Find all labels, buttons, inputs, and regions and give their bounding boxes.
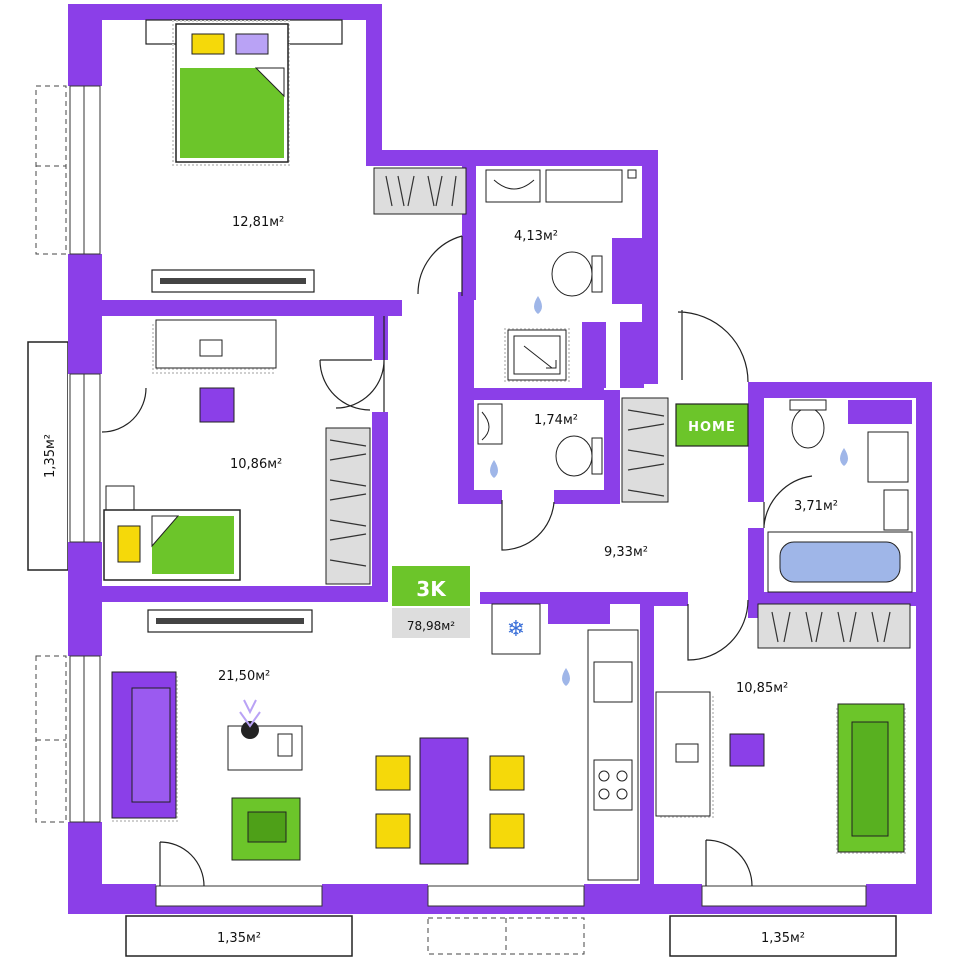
balcony-left — [27, 341, 69, 571]
wardrobe-hangers — [329, 175, 891, 643]
walls — [68, 4, 932, 914]
doors — [101, 235, 813, 887]
dashed-balcony-bottom-left-side — [35, 655, 67, 823]
bedroom-1-furniture — [145, 19, 343, 293]
area-living-kitchen: 21,50м² — [218, 669, 270, 684]
room-count: 3K — [416, 577, 447, 601]
home-sign-text: HOME — [688, 420, 736, 435]
area-balcony-bottom-left: 1,35м² — [217, 931, 261, 946]
balcony-bottom-right — [669, 915, 897, 957]
area-hallway: 9,33м² — [604, 545, 648, 560]
area-balcony-bottom-right: 1,35м² — [761, 931, 805, 946]
wc-fixtures — [477, 403, 603, 478]
bathroom-1-fixtures — [485, 169, 644, 388]
living-kitchen-furniture: ❄ — [111, 603, 639, 881]
window-frames — [69, 85, 867, 907]
total-area: 78,98м² — [407, 619, 455, 633]
area-bedroom-2: 10,86м² — [230, 457, 282, 472]
area-labels: 12,81м² 10,86м² 21,50м² 9,33м² 4,13м² 1,… — [43, 215, 838, 946]
dashed-balcony-bottom-center — [427, 917, 585, 955]
area-bedroom-1: 12,81м² — [232, 215, 284, 230]
balcony-bottom-left — [125, 915, 353, 957]
dashed-balcony-top-left — [35, 85, 67, 255]
bedroom-3-furniture — [655, 691, 908, 854]
bathroom-2-fixtures — [767, 399, 913, 593]
area-bathroom-2: 3,71м² — [794, 499, 838, 514]
apartment-badge: 3K 78,98м² — [392, 566, 470, 638]
area-balcony-left: 1,35м² — [43, 434, 58, 478]
wardrobes — [325, 167, 911, 649]
bedroom-2-furniture — [103, 319, 313, 633]
area-bathroom-1: 4,13м² — [514, 229, 558, 244]
area-bedroom-3: 10,85м² — [736, 681, 788, 696]
home-sign: HOME — [675, 403, 749, 447]
snowflake-icon: ❄ — [507, 617, 525, 642]
area-wc: 1,74м² — [534, 413, 578, 428]
